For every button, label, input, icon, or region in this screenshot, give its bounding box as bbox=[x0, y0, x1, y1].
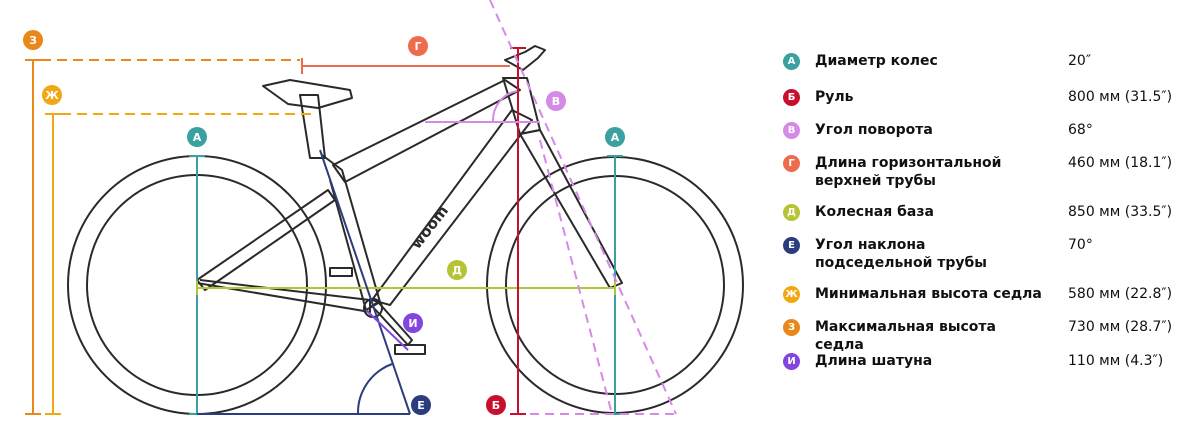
legend-label: Колесная база bbox=[815, 204, 934, 220]
badge-v-icon: В bbox=[546, 91, 566, 111]
svg-text:И: И bbox=[408, 317, 417, 330]
badge-zh-icon: Ж bbox=[42, 85, 62, 105]
legend-value: 580 мм (22.8″) bbox=[1068, 286, 1173, 302]
max-seat-height-dimension bbox=[25, 59, 300, 415]
legend-value: 460 мм (18.1″) bbox=[1068, 155, 1173, 171]
bike-frame bbox=[196, 45, 623, 355]
legend-value: 70° bbox=[1068, 237, 1093, 253]
legend-label: Угол наклона подседельной трубы bbox=[815, 237, 987, 271]
svg-text:Ж: Ж bbox=[45, 89, 59, 102]
legend-label: Длина горизонтальной верхней трубы bbox=[815, 155, 1002, 189]
badge-a-rear-icon: А bbox=[187, 127, 207, 147]
legend-label: Диаметр колес bbox=[815, 53, 938, 69]
top-tube-length-dimension bbox=[301, 58, 510, 74]
legend-label: Угол поворота bbox=[815, 122, 933, 138]
badge-e-icon: Е bbox=[411, 395, 431, 415]
svg-text:А: А bbox=[611, 131, 620, 144]
legend-value: 800 мм (31.5″) bbox=[1068, 89, 1173, 105]
badge-d-icon: Д bbox=[447, 260, 467, 280]
brand-logo: woom bbox=[407, 202, 452, 253]
wheelbase-dimension bbox=[196, 281, 616, 295]
handlebar-height-dimension bbox=[510, 47, 526, 415]
steering-angle-dimension bbox=[425, 0, 677, 415]
badge-e-icon: Е bbox=[783, 237, 800, 254]
svg-text:З: З bbox=[29, 34, 37, 47]
min-seat-height-dimension bbox=[45, 113, 312, 415]
legend-value: 850 мм (33.5″) bbox=[1068, 204, 1173, 220]
legend-value: 68° bbox=[1068, 122, 1093, 138]
svg-text:Г: Г bbox=[414, 40, 421, 53]
legend-label: Минимальная высота седла bbox=[815, 286, 1042, 302]
svg-text:Е: Е bbox=[417, 399, 425, 412]
badge-b-icon: Б bbox=[486, 395, 506, 415]
badge-a-front-icon: А bbox=[605, 127, 625, 147]
legend-label: Руль bbox=[815, 89, 854, 105]
badge-d-icon: Д bbox=[783, 204, 800, 221]
seat-tube-angle-dimension bbox=[197, 149, 411, 415]
bike-geometry-diagram: woom bbox=[23, 0, 744, 415]
badge-v-icon: В bbox=[783, 122, 800, 139]
legend-value: 20″ bbox=[1068, 53, 1092, 69]
svg-text:В: В bbox=[552, 95, 560, 108]
badge-z-icon: З bbox=[23, 30, 43, 50]
svg-text:А: А bbox=[193, 131, 202, 144]
badge-z-icon: З bbox=[783, 319, 800, 336]
badge-i-icon: И bbox=[783, 353, 800, 370]
badge-g-icon: Г bbox=[408, 36, 428, 56]
svg-text:Д: Д bbox=[452, 264, 462, 277]
badge-g-icon: Г bbox=[783, 155, 800, 172]
legend-label: Длина шатуна bbox=[815, 353, 933, 369]
legend-label: Максимальная высота седла bbox=[815, 319, 996, 353]
svg-text:Б: Б bbox=[492, 399, 500, 412]
crank-length-dimension bbox=[365, 309, 409, 351]
badge-b-icon: Б bbox=[783, 89, 800, 106]
legend-value: 730 мм (28.7″) bbox=[1068, 319, 1173, 335]
badge-a-icon: А bbox=[783, 53, 800, 70]
badge-i-icon: И bbox=[403, 313, 423, 333]
legend-value: 110 мм (4.3″) bbox=[1068, 353, 1164, 369]
badge-zh-icon: Ж bbox=[783, 286, 800, 303]
